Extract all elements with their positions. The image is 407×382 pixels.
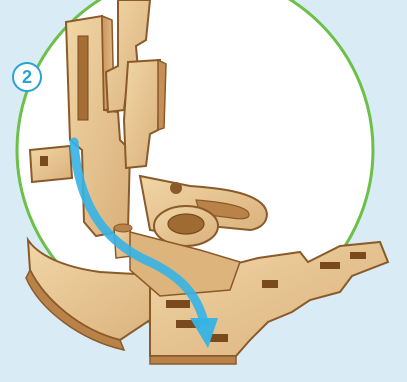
base-slot-3 xyxy=(210,334,228,342)
bracket-slot xyxy=(40,156,48,166)
base-slot-6 xyxy=(350,252,366,259)
base-slot-1 xyxy=(166,300,190,308)
central-ring-hole xyxy=(168,214,204,234)
step-number-text: 2 xyxy=(22,68,32,86)
base-slot-5 xyxy=(320,262,340,269)
left-bracket xyxy=(30,146,72,182)
upper-column-side xyxy=(158,60,166,130)
frame-slot xyxy=(78,36,88,120)
small-hole xyxy=(170,182,182,194)
lower-base-edge xyxy=(150,356,236,364)
step-number-badge: 2 xyxy=(12,62,42,92)
peg-top xyxy=(114,224,132,232)
base-slot-4 xyxy=(262,280,278,288)
